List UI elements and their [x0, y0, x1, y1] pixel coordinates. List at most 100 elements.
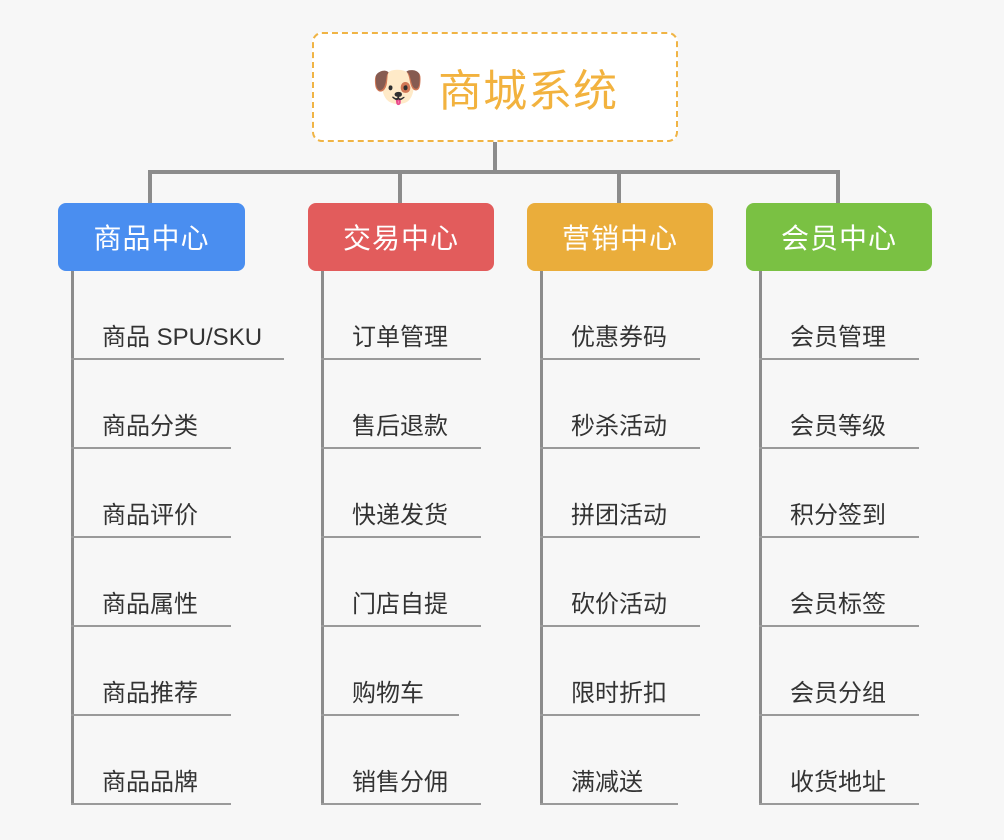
leaf-item-underline	[71, 536, 231, 538]
leaf-item-label: 收货地址	[790, 769, 886, 797]
leaf-item-underline	[71, 358, 284, 360]
leaf-item-underline	[540, 358, 700, 360]
leaf-item[interactable]: 购物车	[308, 627, 494, 716]
leaf-item-underline	[540, 447, 700, 449]
leaf-item[interactable]: 会员分组	[746, 627, 932, 716]
leaf-item[interactable]: 会员等级	[746, 360, 932, 449]
leaf-item-underline	[759, 358, 919, 360]
category-header-label: 营销中心	[561, 223, 678, 254]
leaf-item-underline	[759, 714, 919, 716]
leaf-item[interactable]: 销售分佣	[308, 716, 494, 805]
leaf-item[interactable]: 快递发货	[308, 449, 494, 538]
leaf-item-label: 商品推荐	[102, 680, 198, 708]
category-header-member-center[interactable]: 会员中心	[746, 203, 932, 271]
leaf-item[interactable]: 会员标签	[746, 538, 932, 627]
leaf-spine	[759, 271, 762, 805]
leaf-item[interactable]: 优惠券码	[527, 271, 713, 360]
leaf-item-label: 满减送	[571, 769, 643, 797]
leaf-item-label: 商品 SPU/SKU	[102, 324, 263, 352]
leaf-item[interactable]: 积分签到	[746, 449, 932, 538]
leaf-item-underline	[321, 625, 481, 627]
leaf-item-label: 会员等级	[790, 413, 886, 441]
leaf-item[interactable]: 商品属性	[58, 538, 245, 627]
leaf-item-label: 订单管理	[352, 324, 448, 352]
leaf-item-label: 销售分佣	[352, 769, 448, 797]
root-node[interactable]: 🐶 商城系统	[312, 32, 678, 142]
leaf-item-label: 积分签到	[790, 502, 886, 530]
leaf-item-label: 限时折扣	[571, 680, 667, 708]
leaf-item-underline	[759, 536, 919, 538]
category-header-label: 交易中心	[342, 223, 459, 254]
leaf-item[interactable]: 商品 SPU/SKU	[58, 271, 284, 360]
leaf-item-label: 快递发货	[352, 502, 448, 530]
leaf-item[interactable]: 拼团活动	[527, 449, 713, 538]
connector-drop-marketing-center	[617, 170, 621, 207]
category-header-label: 商品中心	[93, 223, 210, 254]
leaf-item-underline	[540, 714, 700, 716]
leaf-spine	[540, 271, 543, 805]
leaf-item-label: 商品分类	[102, 413, 198, 441]
leaf-list-member-center: 会员管理会员等级积分签到会员标签会员分组收货地址	[746, 271, 932, 805]
leaf-spine	[321, 271, 324, 805]
leaf-item-label: 会员管理	[790, 324, 886, 352]
leaf-item[interactable]: 订单管理	[308, 271, 494, 360]
leaf-item[interactable]: 秒杀活动	[527, 360, 713, 449]
leaf-list-trade-center: 订单管理售后退款快递发货门店自提购物车销售分佣	[308, 271, 494, 805]
leaf-list-product-center: 商品 SPU/SKU 商品分类商品评价商品属性商品推荐商品品牌	[58, 271, 284, 805]
dog-face-icon: 🐶	[371, 63, 425, 110]
leaf-item-underline	[321, 714, 459, 716]
leaf-item-underline	[759, 447, 919, 449]
leaf-item[interactable]: 商品推荐	[58, 627, 245, 716]
category-column-member-center: 会员中心会员管理会员等级积分签到会员标签会员分组收货地址	[746, 203, 932, 805]
leaf-item[interactable]: 满减送	[527, 716, 713, 805]
connector-drop-trade-center	[398, 170, 402, 207]
leaf-item-underline	[321, 358, 481, 360]
category-column-marketing-center: 营销中心优惠券码秒杀活动拼团活动砍价活动限时折扣满减送	[527, 203, 713, 805]
leaf-item[interactable]: 门店自提	[308, 538, 494, 627]
leaf-item-label: 会员分组	[790, 680, 886, 708]
leaf-item-label: 商品品牌	[102, 769, 198, 797]
leaf-item-underline	[321, 447, 481, 449]
leaf-item-underline	[321, 536, 481, 538]
category-column-trade-center: 交易中心订单管理售后退款快递发货门店自提购物车销售分佣	[308, 203, 494, 805]
connector-drop-member-center	[836, 170, 840, 207]
leaf-item-underline	[759, 625, 919, 627]
leaf-item-underline	[321, 803, 481, 805]
leaf-item[interactable]: 售后退款	[308, 360, 494, 449]
leaf-item-label: 商品属性	[102, 591, 198, 619]
connector-drop-product-center	[148, 170, 152, 207]
leaf-item[interactable]: 商品分类	[58, 360, 245, 449]
leaf-item-label: 砍价活动	[571, 591, 667, 619]
leaf-item-underline	[540, 625, 700, 627]
category-column-product-center: 商品中心商品 SPU/SKU 商品分类商品评价商品属性商品推荐商品品牌	[58, 203, 284, 805]
leaf-item[interactable]: 限时折扣	[527, 627, 713, 716]
leaf-item[interactable]: 会员管理	[746, 271, 932, 360]
category-header-marketing-center[interactable]: 营销中心	[527, 203, 713, 271]
leaf-item-underline	[71, 714, 231, 716]
leaf-item-underline	[71, 447, 231, 449]
leaf-item-label: 购物车	[352, 680, 424, 708]
leaf-spine	[71, 271, 74, 805]
leaf-item-label: 门店自提	[352, 591, 448, 619]
leaf-item[interactable]: 收货地址	[746, 716, 932, 805]
root-title: 商城系统	[438, 67, 619, 116]
leaf-list-marketing-center: 优惠券码秒杀活动拼团活动砍价活动限时折扣满减送	[527, 271, 713, 805]
leaf-item-label: 会员标签	[790, 591, 886, 619]
category-header-product-center[interactable]: 商品中心	[58, 203, 245, 271]
connector-root-stem	[493, 142, 497, 174]
leaf-item[interactable]: 商品评价	[58, 449, 245, 538]
leaf-item-underline	[540, 803, 678, 805]
leaf-item[interactable]: 商品品牌	[58, 716, 245, 805]
leaf-item-label: 优惠券码	[571, 324, 667, 352]
leaf-item-label: 秒杀活动	[571, 413, 667, 441]
leaf-item-label: 售后退款	[352, 413, 448, 441]
leaf-item-label: 拼团活动	[571, 502, 667, 530]
leaf-item[interactable]: 砍价活动	[527, 538, 713, 627]
leaf-item-underline	[71, 803, 231, 805]
leaf-item-label: 商品评价	[102, 502, 198, 530]
leaf-item-underline	[759, 803, 919, 805]
category-header-trade-center[interactable]: 交易中心	[308, 203, 494, 271]
leaf-item-underline	[540, 536, 700, 538]
leaf-item-underline	[71, 625, 231, 627]
